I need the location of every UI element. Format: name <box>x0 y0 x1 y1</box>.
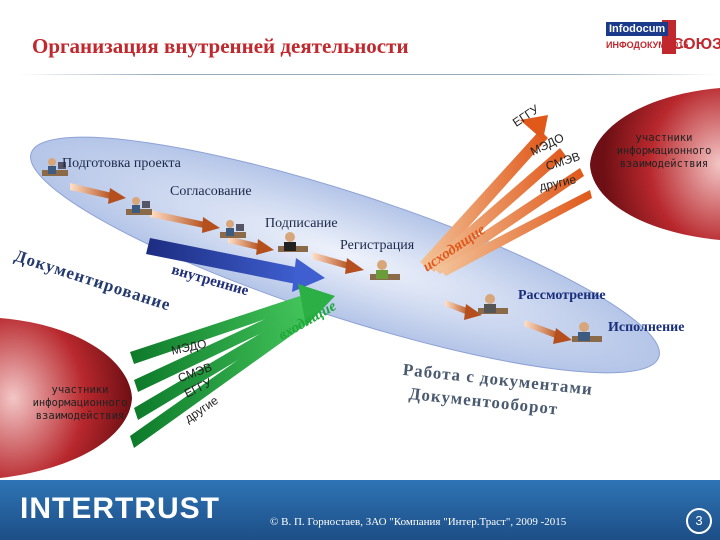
workplace-icon <box>572 322 602 342</box>
workplace-icons <box>42 158 602 342</box>
participants-left-label: участники информационного взаимодействия <box>32 384 128 422</box>
stage-label-signing: Подписание <box>265 216 338 231</box>
diagram-canvas <box>0 88 720 478</box>
stage-label-registration: Регистрация <box>340 238 415 253</box>
participants-right-label: участники информационного взаимодействия <box>616 132 712 170</box>
stage-label-approval: Согласование <box>170 184 252 199</box>
footer: INTERTRUST © В. П. Горностаев, ЗАО "Комп… <box>0 480 720 540</box>
internal-arrow <box>146 238 325 292</box>
stage-label-preparation: Подготовка проекта <box>62 156 181 171</box>
workplace-icon <box>126 197 152 215</box>
workplace-icon <box>220 220 246 238</box>
footer-copyright: © В. П. Горностаев, ЗАО "Компания "Интер… <box>270 516 567 528</box>
participants-left-shape <box>0 318 132 478</box>
page-title: Организация внутренней деятельности <box>32 34 409 58</box>
page-number: 3 <box>686 508 712 534</box>
stage-label-review: Рассмотрение <box>518 288 606 303</box>
footer-brand: INTERTRUST <box>20 492 220 525</box>
logo-line2: ИНФОДОКУМ 2015 <box>606 40 689 50</box>
title-divider <box>18 74 718 75</box>
stage-label-execution: Исполнение <box>608 320 685 335</box>
workplace-icon <box>42 158 68 176</box>
workplace-icon <box>370 260 400 280</box>
workplace-icon <box>478 294 508 314</box>
outgoing-arrows <box>420 115 592 276</box>
logo-line3: СОЮЗ <box>672 36 720 53</box>
step-arrows <box>70 183 572 344</box>
participants-right-shape <box>590 88 720 240</box>
logo-line1: Infodocum <box>606 22 669 36</box>
infodocum-logo: Infodocum ИНФОДОКУМ 2015 СОЮЗ <box>600 18 720 64</box>
workplace-icon <box>278 232 308 252</box>
incoming-arrows <box>130 284 335 448</box>
